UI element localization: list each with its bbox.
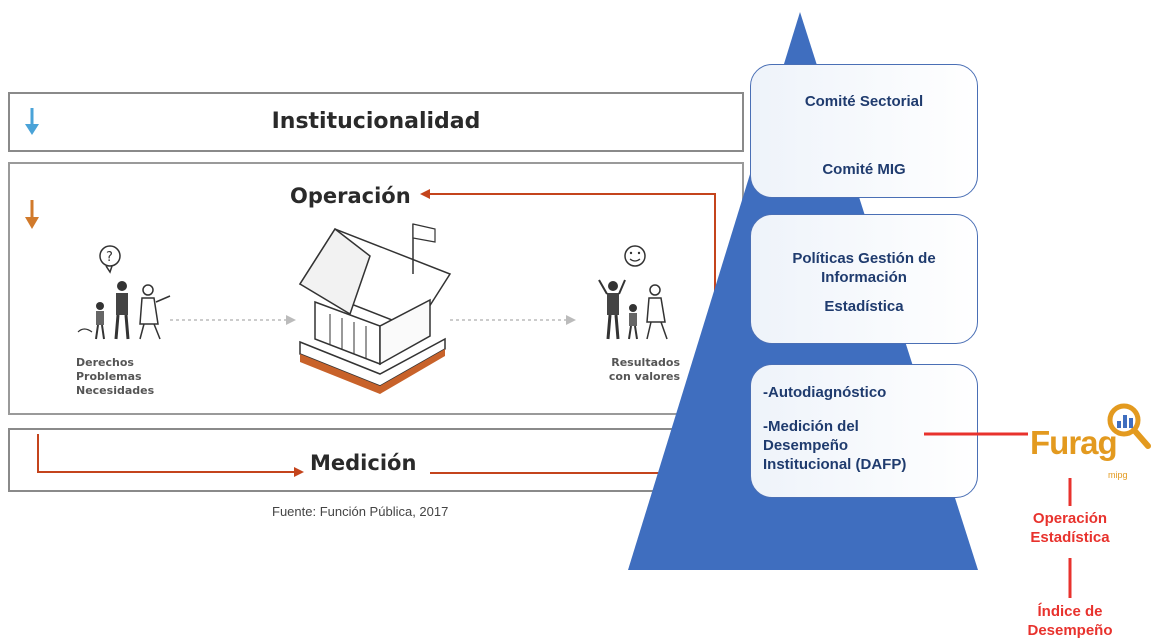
label-line: Operación [1032, 510, 1108, 527]
label-line: Problemas [76, 370, 142, 383]
furag-connector [924, 432, 1028, 436]
comite-sectorial-text: Comité Sectorial [804, 93, 924, 110]
politicas-box: Políticas Gestión de Información Estadís… [750, 214, 978, 344]
politicas-line: Políticas Gestión de [792, 250, 936, 267]
politicas-line: Información [821, 269, 907, 286]
medicion-title: Medición [310, 451, 417, 475]
building-illustration [298, 223, 452, 394]
label-line: con valores [608, 370, 680, 383]
indice-desempeno-label: Índice de Desempeño [1010, 602, 1130, 640]
medicion-line: Desempeño [763, 437, 849, 454]
dashed-arrow [170, 315, 296, 325]
autodiagnostico-box: -Autodiagnóstico -Medición del Desempeño… [750, 364, 978, 498]
operacion-title: Operación [290, 184, 411, 208]
magnifier-chart-icon [1107, 403, 1151, 449]
medicion-line: -Medición del [763, 418, 859, 435]
politicas-line: Estadística [824, 298, 904, 315]
furag-logo-text: Furag [1030, 424, 1118, 461]
citizens-illustration: ? [77, 245, 171, 340]
comite-mig-text: Comité MIG [822, 161, 906, 178]
institucionalidad-band: Institucionalidad [8, 92, 744, 152]
derechos-label: Derechos Problemas Necesidades [76, 356, 154, 398]
autodiagnostico-line: -Autodiagnóstico [763, 384, 887, 401]
furag-logo-sub: mipg [1108, 470, 1128, 480]
down-arrow-icon [25, 108, 39, 135]
label-line: Estadística [1030, 529, 1110, 546]
dashed-arrow [450, 315, 576, 325]
label-line: Desempeño [1027, 622, 1113, 639]
label-line: Índice de [1037, 603, 1103, 620]
resultados-label: Resultados con valores [600, 356, 680, 384]
svg-text:?: ? [106, 250, 113, 265]
operacion-estadistica-label: Operación Estadística [1010, 509, 1130, 547]
label-line: Derechos [76, 356, 134, 369]
institucionalidad-title: Institucionalidad [271, 109, 481, 134]
furag-vertical-connector [1068, 478, 1072, 598]
medicion-band: Medición [8, 428, 744, 492]
source-caption: Fuente: Función Pública, 2017 [272, 504, 449, 519]
medicion-line: Institucional (DAFP) [763, 456, 907, 473]
down-arrow-icon [25, 200, 39, 229]
label-line: Resultados [611, 356, 680, 369]
satisfied-citizens-illustration [598, 245, 668, 340]
operacion-band: Operación ? Derechos Problemas Necesidad… [8, 162, 744, 415]
furag-logo: Furag mipg [1016, 396, 1156, 488]
institutional-model-figure: Institucionalidad Operación ? [8, 82, 744, 494]
label-line: Necesidades [76, 384, 155, 397]
comite-box: Comité Sectorial Comité MIG [750, 64, 978, 198]
